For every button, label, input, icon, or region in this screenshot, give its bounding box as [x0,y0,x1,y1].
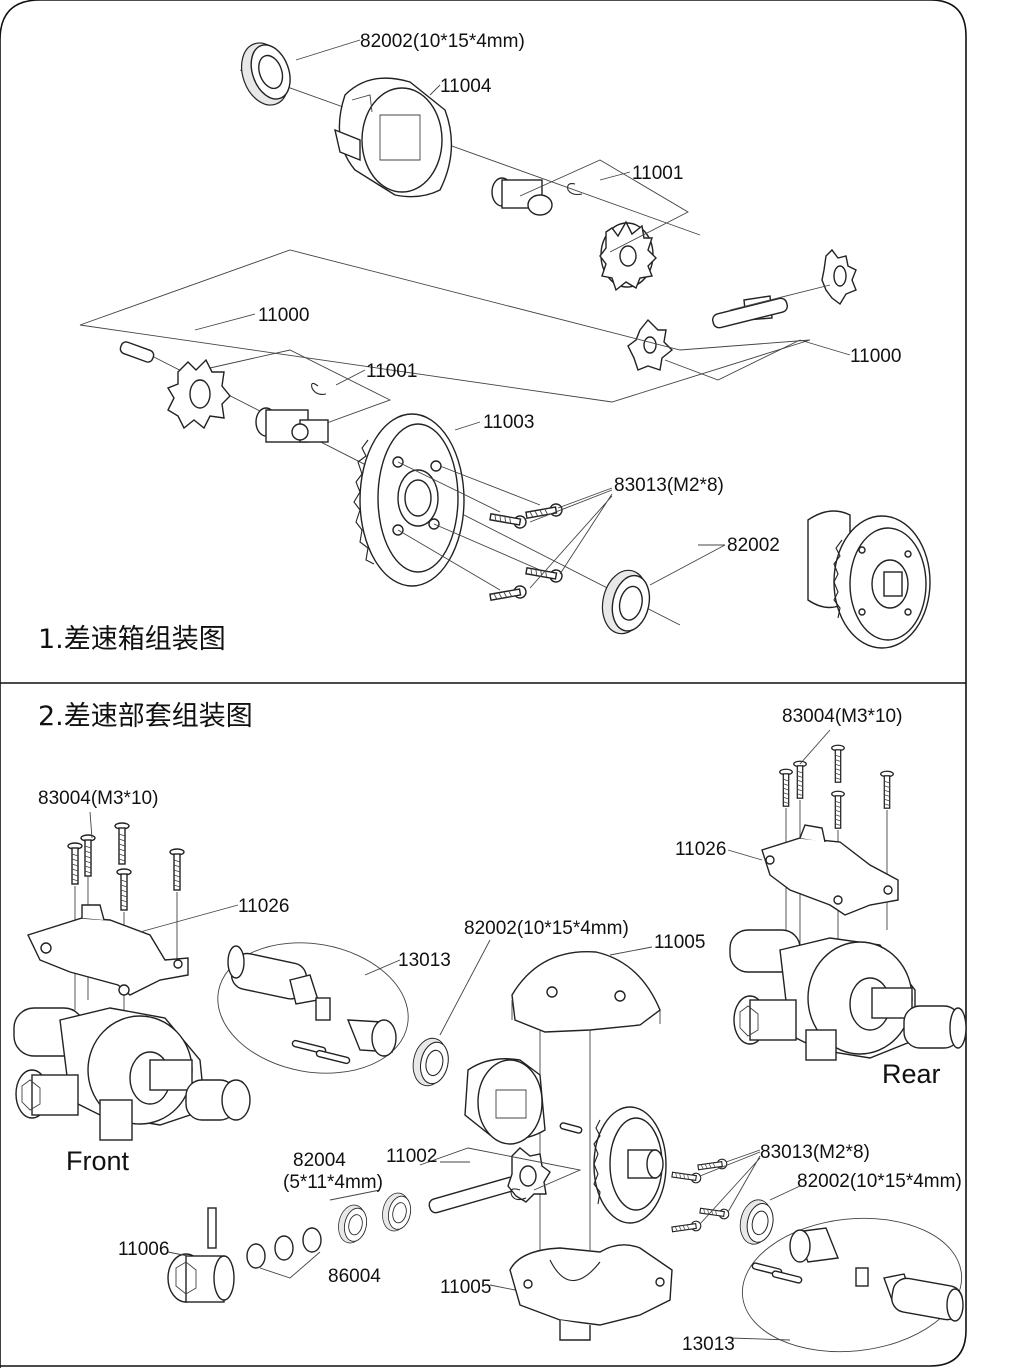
label-brace-11026-right: 11026 [675,839,726,860]
bevel-gear-large [599,220,657,292]
section-2-title: 2.差速部套组装图 [38,701,253,732]
label-ring-gear-11003: 11003 [483,412,534,433]
ring-gear-11003 [353,413,465,587]
brace-11026-right [761,824,899,916]
spider-gear-right [627,248,857,371]
diff-case-11004 [334,77,453,198]
front-gearbox-assembly [13,1007,251,1141]
label-bearing-82002-bottom: 82002 [727,535,780,556]
bearing-82002-mid [408,1034,454,1090]
label-bearing-82002-mid: 82002(10*15*4mm) [464,918,629,939]
label-gearbox-11005-bottom: 11005 [440,1277,491,1298]
shims-86004 [246,1227,322,1279]
label-case-11004: 11004 [440,76,492,97]
label-front: Front [66,1146,130,1176]
label-bearing-82004: 82004 [293,1150,346,1171]
label-rear: Rear [882,1059,941,1089]
screw-83013-b [488,510,528,530]
gearbox-top-11005 [511,950,661,1260]
label-shims-86004: 86004 [328,1266,381,1287]
outdrive-11001-top [491,177,583,216]
drive-shaft-13013-top [227,945,397,1065]
bearing-82002-right [735,1196,778,1248]
label-bearing-82002-top: 82002(10*15*4mm) [360,31,525,52]
label-bearing-82002-right: 82002(10*15*4mm) [797,1171,962,1192]
section-1-differential-case: 82002(10*15*4mm) 11004 11001 11000 11000… [38,31,931,655]
ring-gear-section2 [593,1106,667,1224]
label-brace-11026-left: 11026 [238,896,289,917]
drive-shaft-13013-bottom [751,1227,964,1322]
rear-gearbox-assembly [729,929,967,1061]
screw-83013-c [524,564,564,584]
diff-case-section2 [464,1058,583,1145]
label-spider-11000-right: 11000 [850,346,901,367]
label-screws-83004-left: 83004(M3*10) [38,788,158,809]
bearing-82002-bottom [596,565,656,639]
label-spider-11000-left: 11000 [258,305,309,326]
label-shaft-13013-bottom: 13013 [682,1334,735,1355]
outdrive-11001-left [255,382,329,443]
assembled-differential [807,510,931,649]
bearing-82002-top [232,35,300,113]
label-bearing-82004-size: (5*11*4mm) [283,1172,383,1193]
label-gearbox-11005-top: 11005 [654,932,705,953]
brace-11026-left [27,904,189,996]
section-2-differential-unit: 2.差速部套组装图 [13,701,967,1355]
pinion-11002 [428,1147,551,1214]
screws-83013-section2 [671,1149,761,1235]
callout-ellipse-13013-top [217,942,409,1074]
callout-ellipse-13013-bottom [741,1217,963,1353]
label-outdrive-11001-b: 11001 [366,361,417,382]
label-screws-83013-s2: 83013(M2*8) [760,1142,870,1163]
bearings-82004 [329,1189,415,1247]
label-pinion-11002: 11002 [386,1146,437,1167]
spider-gear-left [166,358,231,430]
gearbox-bottom-11005 [509,1244,673,1341]
label-outdrive-11001-a: 11001 [632,163,683,184]
cup-11006 [167,1207,235,1303]
label-cup-11006: 11006 [118,1239,169,1260]
screw-83013-a [524,502,564,522]
section-1-title: 1.差速箱组装图 [38,624,226,655]
screw-83013-d [488,584,528,604]
panel-frame [0,0,967,1368]
spider-pin-left [119,341,155,363]
label-shaft-13013-top: 13013 [398,950,451,971]
label-screws-83013: 83013(M2*8) [614,475,724,496]
label-screws-83004-right: 83004(M3*10) [782,706,902,727]
